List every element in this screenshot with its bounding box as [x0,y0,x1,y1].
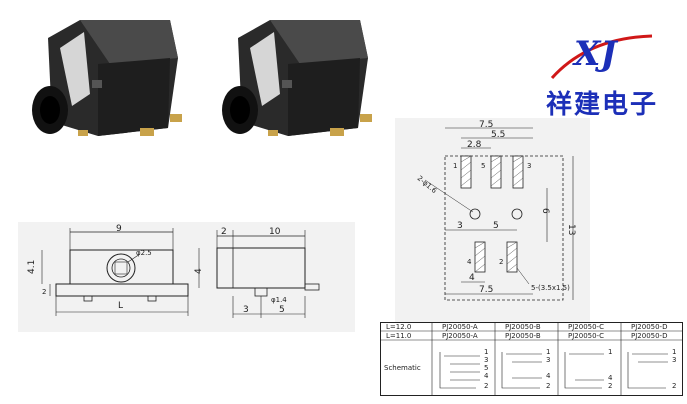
dim-height-inner: 6 [540,208,550,214]
part-d-12: PJ20050-D [631,323,667,331]
dim-pin-pitch: 5 [279,305,285,315]
company-name: 祥建电子 [546,90,659,120]
part-d-11: PJ20050-D [631,332,667,340]
pad-label-3: 3 [527,162,531,170]
part-c-12: PJ20050-C [568,323,604,331]
pin-b-2: 2 [546,382,550,390]
pin-b-4: 4 [546,372,551,380]
pad-label-1: 1 [453,162,457,170]
dim-hole-pitch: 5 [493,221,499,231]
pcb-footprint-drawing: 7.5 5.5 2.8 1 5 3 2-φ1.6 5 3 2 4 13 6 4 … [395,118,590,323]
dim-height: 4.1 [27,260,37,274]
dim-width: 9 [116,224,122,234]
dim-hole: φ2.5 [136,249,152,257]
schematic-c [564,352,604,389]
dim-top-total: 7.5 [479,120,493,130]
pin-b-1: 1 [546,348,550,356]
part-c-11: PJ20050-C [568,332,604,340]
dim-side-left: 2 [221,227,227,237]
dim-side-height: 4 [194,268,204,274]
dim-pin-offset: 3 [243,305,249,315]
part-a-12: PJ20050-A [442,323,478,331]
schematic-label: Schematic [384,364,421,372]
pin-a-1: 1 [484,348,488,356]
dim-height-total: 13 [566,224,576,235]
part-b-11: PJ20050-B [505,332,541,340]
pin-d-1: 1 [672,348,676,356]
pin-c-4: 4 [608,374,613,382]
jack-photo-2 [222,20,372,136]
pin-d-2: 2 [672,382,676,390]
pin-c-1: 1 [608,348,612,356]
dim-left-offset: 3 [457,221,463,231]
pin-a-2: 2 [484,382,488,390]
pad-label-5: 5 [481,162,485,170]
jack-photo-1 [32,20,182,136]
schematic-d [627,352,668,389]
dim-top-mid: 5.5 [491,130,505,140]
pin-a-4: 4 [484,372,489,380]
row-label-2: L=11.0 [386,332,411,340]
side-view-drawing: 2 10 4 φ1.4 3 5 [193,222,355,332]
dim-pin-dia: φ1.4 [271,296,287,304]
pin-d-3: 3 [672,356,676,364]
dim-bottom-total: 7.5 [479,285,493,295]
part-a-11: PJ20050-A [442,332,478,340]
product-photos [32,20,372,136]
dim-side-length: 10 [269,227,281,237]
front-view-drawing: 9 φ2.5 4.1 2 L [18,222,193,332]
pin-a-5: 5 [484,364,488,372]
pin-a-3: 3 [484,356,488,364]
pin-c-2: 2 [608,382,612,390]
part-b-12: PJ20050-B [505,323,541,331]
pad-label-4: 4 [467,258,472,266]
logo-mark: XJ [574,34,617,74]
row-label-1: L=12.0 [386,323,411,331]
schematic-a [439,352,480,389]
pin-b-3: 3 [546,356,550,364]
dim-length: L [118,301,123,311]
dim-bottom-small: 4 [469,273,475,283]
schematic-b [501,352,542,389]
pad-label-2: 2 [499,258,503,266]
logo-swoosh [550,34,653,80]
dim-base: 2 [42,288,46,296]
dim-top-small: 2.8 [467,140,482,150]
dim-pad-note: 5-(3.5x1.5) [531,284,570,292]
schematic-table: L=12.0 L=11.0 Schematic PJ20050-A PJ2005… [380,322,683,396]
